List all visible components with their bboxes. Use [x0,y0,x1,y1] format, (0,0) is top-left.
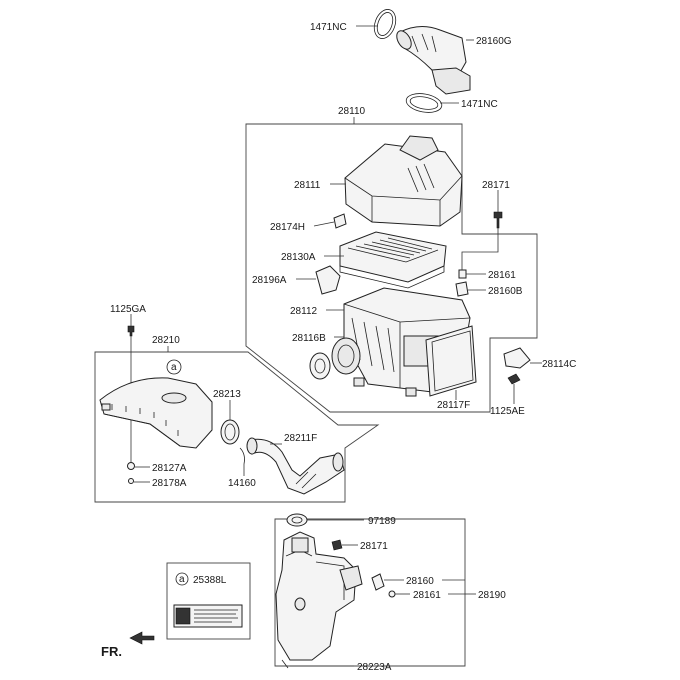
bolt-125ga-part [127,325,135,337]
label-intake-assy: 28210 [152,335,180,346]
grommet-127a-part [127,462,135,470]
label-element: 28130A [281,252,316,263]
bolt-125ae-part [507,373,521,385]
intake-duct-part [99,377,213,449]
element-part [339,231,447,289]
label-drain-223a: 28223A [357,662,392,673]
legend-sticker [173,572,243,628]
label-sensor-161: 28161 [488,270,516,281]
resonator-frame [274,518,466,667]
label-grommet: 28116B [292,333,326,344]
label-bracket-160b: 28160B [488,286,523,297]
label-bracket-small: 28196A [252,275,287,286]
drain-223a-part [281,659,289,669]
clamp-top-inner [376,12,394,36]
label-hose-211f: 28211F [284,433,317,444]
bracket-114c-part [503,347,531,369]
label-bolt-125ga: 1125GA [110,304,146,315]
marker-a-circle [166,359,182,375]
clip-part [333,213,347,229]
front-label: FR. [101,644,122,659]
label-legend: 25388L [193,575,227,586]
bracket-160b-part [455,281,469,297]
legend-letter: a [179,574,185,585]
label-bolt-171-lower: 28171 [360,541,388,552]
label-body: 28112 [290,306,318,317]
label-air-cleaner-assy: 28110 [338,106,366,117]
label-bolt-125ae: 1125AE [490,406,525,417]
label-clamp-top: 1471NC [310,22,347,33]
legend-box [166,562,251,640]
sensor-161-lower-part [388,590,396,598]
label-clip: 28174H [270,222,305,233]
label-cover: 28111 [294,180,321,191]
label-grommet-127a: 28127A [152,463,187,474]
duct-213-inner [224,423,236,441]
seal-97189-inner [291,516,303,524]
label-air-duct-top: 28160G [476,36,512,47]
label-clamp-mid: 1471NC [461,99,498,110]
label-sensor-161-lower: 28161 [413,590,441,601]
bracket-small-part [315,265,341,295]
clamp-top-part [373,9,397,39]
seal-97189-part [286,513,308,527]
label-clip-178a: 28178A [152,478,187,489]
label-resonator-160: 28160 [406,576,434,587]
sensor-161-part [458,269,467,279]
resonator-160-part [371,573,385,591]
label-duct-213: 28213 [213,389,241,400]
bolt-171-lower-part [331,539,343,551]
label-marker-a: a [171,362,177,373]
label-bolt-171: 28171 [482,180,510,191]
filter-117f-part [425,325,477,397]
label-bracket-114c: 28114C [542,359,576,370]
label-filter-117f: 28117F [437,400,470,411]
resonator-part [275,531,363,661]
leader-lines [130,25,542,667]
cover-part [344,135,463,227]
air-duct-top-part [396,26,471,95]
part-labels: 1471NC 28160G 1471NC 28110 28111 28174H … [101,22,576,673]
bolt-171-part [493,211,503,229]
clamp-14160-part [239,447,245,465]
hose-211f-part [246,437,345,495]
grommet-inner [314,358,326,374]
clamp-mid-part [405,93,443,113]
clip-178a-part [128,478,134,484]
label-clamp-14160: 14160 [228,478,256,489]
label-resonator-assy: 28190 [478,590,506,601]
grommet-part [309,352,331,380]
front-arrow-icon [129,631,155,645]
clamp-mid-inner [409,96,439,110]
label-seal-97189: 97189 [368,516,396,527]
intake-frame [94,351,380,503]
